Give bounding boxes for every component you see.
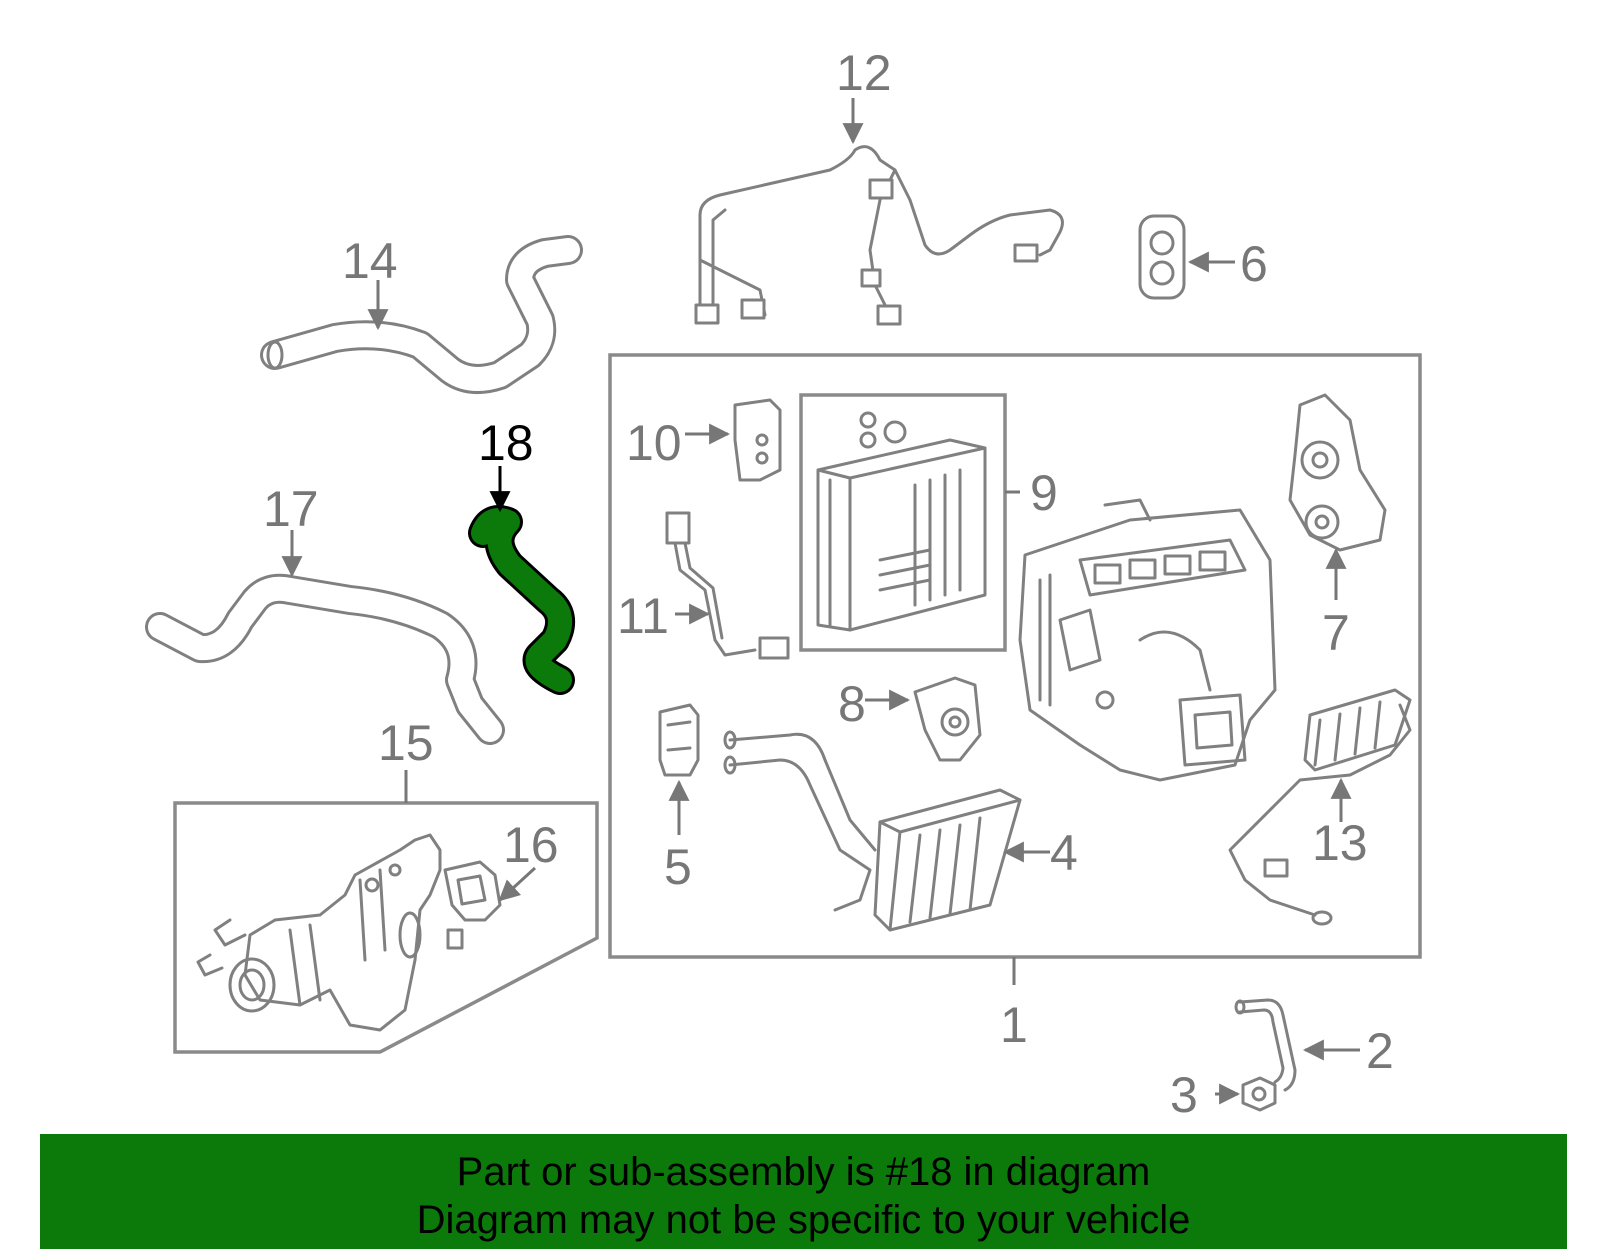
hvac-housing-part: [1018, 498, 1277, 782]
callout-8[interactable]: 8: [838, 676, 866, 732]
pipe-part: [1234, 998, 1297, 1092]
callout-3[interactable]: 3: [1170, 1067, 1198, 1123]
evaporator-core-part: [816, 411, 987, 632]
callout-14[interactable]: 14: [342, 233, 398, 289]
highlighted-hose-18-part[interactable]: [468, 505, 576, 695]
callout-1[interactable]: 1: [1000, 997, 1028, 1053]
callout-15[interactable]: 15: [378, 715, 434, 771]
nut-part: [1241, 1076, 1277, 1112]
blower-motor-part: [1288, 393, 1387, 552]
bracket-part: [658, 703, 700, 777]
filter-wire-part: [1228, 688, 1412, 926]
callout-11[interactable]: 11: [617, 588, 669, 644]
callout-2[interactable]: 2: [1366, 1023, 1394, 1079]
callout-7[interactable]: 7: [1322, 605, 1350, 661]
callout-18[interactable]: 18: [478, 415, 534, 471]
water-pump-part: [196, 833, 442, 1032]
callout-17[interactable]: 17: [263, 481, 319, 537]
callout-12[interactable]: 12: [836, 45, 892, 101]
pump-connector-part: [443, 860, 502, 950]
callout-4[interactable]: 4: [1050, 825, 1078, 881]
callout-9[interactable]: 9: [1030, 465, 1058, 521]
callout-6[interactable]: 6: [1240, 236, 1268, 292]
wiring-harness-part: [694, 145, 1064, 326]
callout-16[interactable]: 16: [503, 817, 559, 873]
callout-10[interactable]: 10: [626, 415, 682, 471]
banner-line-2: Diagram may not be specific to your vehi…: [416, 1198, 1191, 1242]
heater-hose-14-part: [260, 235, 583, 394]
servo-actuator-part: [913, 676, 982, 762]
banner-line-1: Part or sub-assembly is #18 in diagram: [456, 1150, 1151, 1194]
callout-5[interactable]: 5: [664, 839, 692, 895]
info-banner: Part or sub-assembly is #18 in diagram D…: [40, 1134, 1567, 1249]
grommet-part: [1138, 214, 1186, 300]
heater-hose-17-part: [145, 573, 505, 745]
banner-text: Part or sub-assembly is #18 in diagram D…: [40, 1148, 1567, 1244]
heater-core-part: [723, 730, 1022, 932]
expansion-valve-part: [733, 398, 782, 482]
callout-13[interactable]: 13: [1312, 815, 1368, 871]
